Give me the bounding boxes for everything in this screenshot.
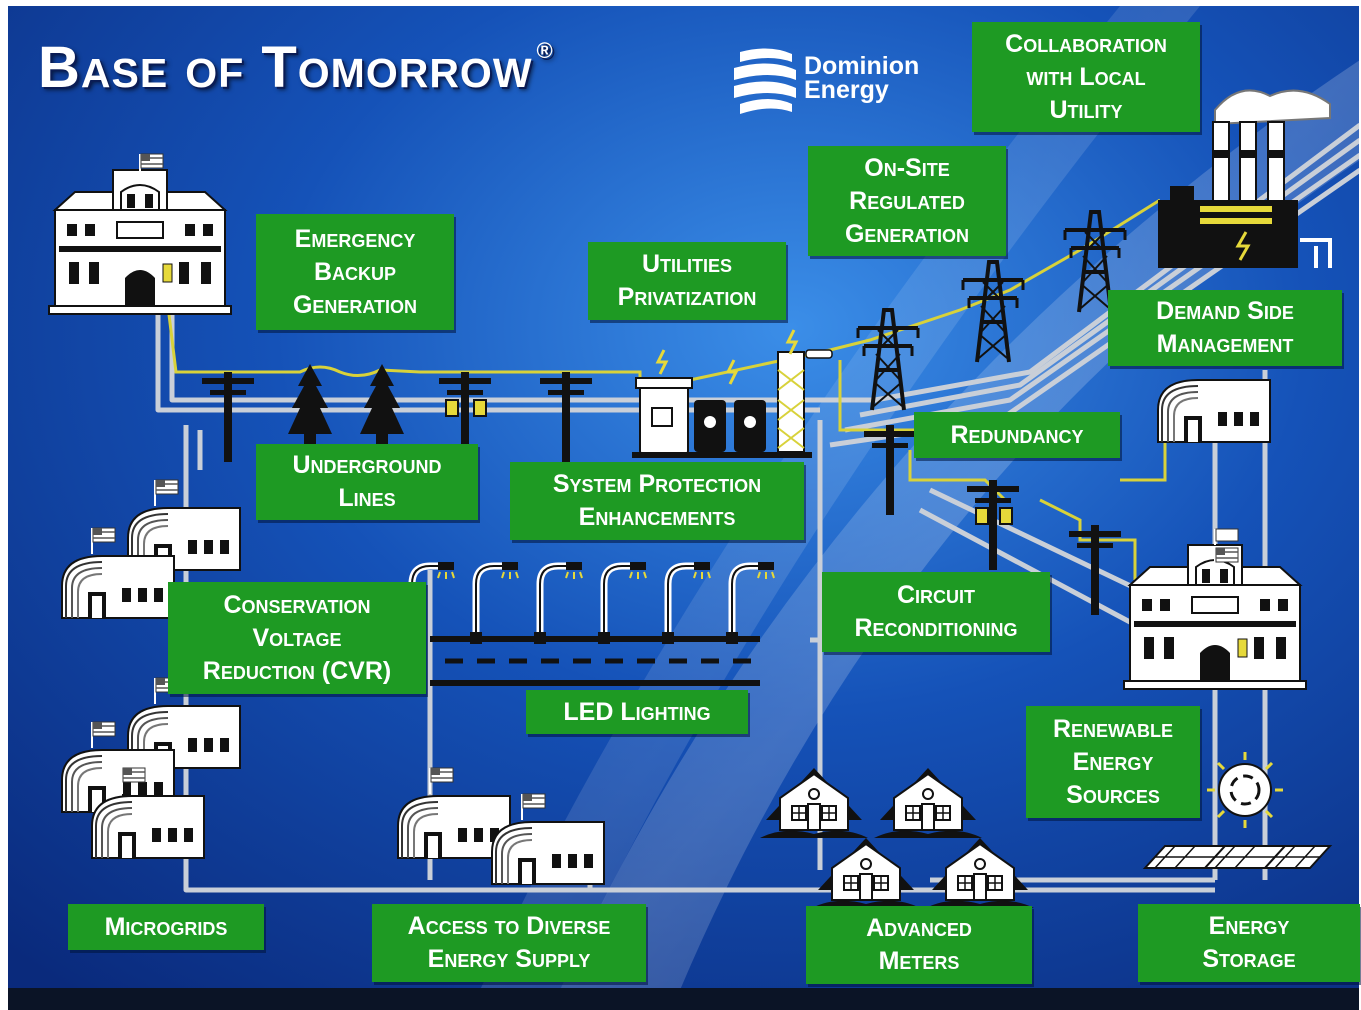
label-underground-lines: Underground Lines xyxy=(256,444,478,520)
label-energy-storage: Energy Storage xyxy=(1138,904,1360,982)
label-cvr: Conservation Voltage Reduction (CVR) xyxy=(168,582,426,694)
title-text: Base of Tomorrow xyxy=(38,35,533,100)
label-circuit-reconditioning: Circuit Reconditioning xyxy=(822,572,1050,652)
fuse-icon xyxy=(473,399,487,417)
fuse-icon xyxy=(975,507,989,525)
road xyxy=(430,636,765,686)
quonset-hut-icon xyxy=(91,795,205,859)
label-emergency-backup: Emergency Backup Generation xyxy=(256,214,454,330)
dominion-energy-logo-icon xyxy=(734,48,796,114)
label-access-diverse-supply: Access to Diverse Energy Supply xyxy=(372,904,646,982)
label-utilities-privatization: Utilities Privatization xyxy=(588,242,786,320)
power-plant-icon xyxy=(1158,89,1332,268)
fuse-icon xyxy=(999,507,1013,525)
page-title: Base of Tomorrow® xyxy=(38,34,554,101)
label-microgrids: Microgrids xyxy=(68,904,264,950)
background-swoosh-2 xyxy=(480,6,1200,990)
label-redundancy: Redundancy xyxy=(914,412,1120,458)
quonset-hut-icon xyxy=(61,555,175,619)
solar-panel-icon xyxy=(1142,845,1333,869)
sun-icon xyxy=(1207,752,1283,828)
registered-mark: ® xyxy=(536,38,554,63)
label-onsite-generation: On-Site Regulated Generation xyxy=(808,146,1006,256)
brand-name: Dominion Energy xyxy=(804,52,920,104)
label-renewable-energy: Renewable Energy Sources xyxy=(1026,706,1200,818)
quonset-hut-icon xyxy=(1157,379,1271,443)
transformer-icon xyxy=(632,329,833,458)
quonset-hut-icon xyxy=(491,821,605,885)
label-led-lighting: LED Lighting xyxy=(526,690,748,734)
footer-bar xyxy=(8,988,1359,1010)
label-advanced-meters: Advanced Meters xyxy=(806,906,1032,984)
label-system-protection: System Protection Enhancements xyxy=(510,462,804,540)
label-demand-side: Demand Side Management xyxy=(1108,290,1342,366)
fuse-icon xyxy=(445,399,459,417)
label-collaboration: Collaboration with Local Utility xyxy=(972,22,1200,132)
